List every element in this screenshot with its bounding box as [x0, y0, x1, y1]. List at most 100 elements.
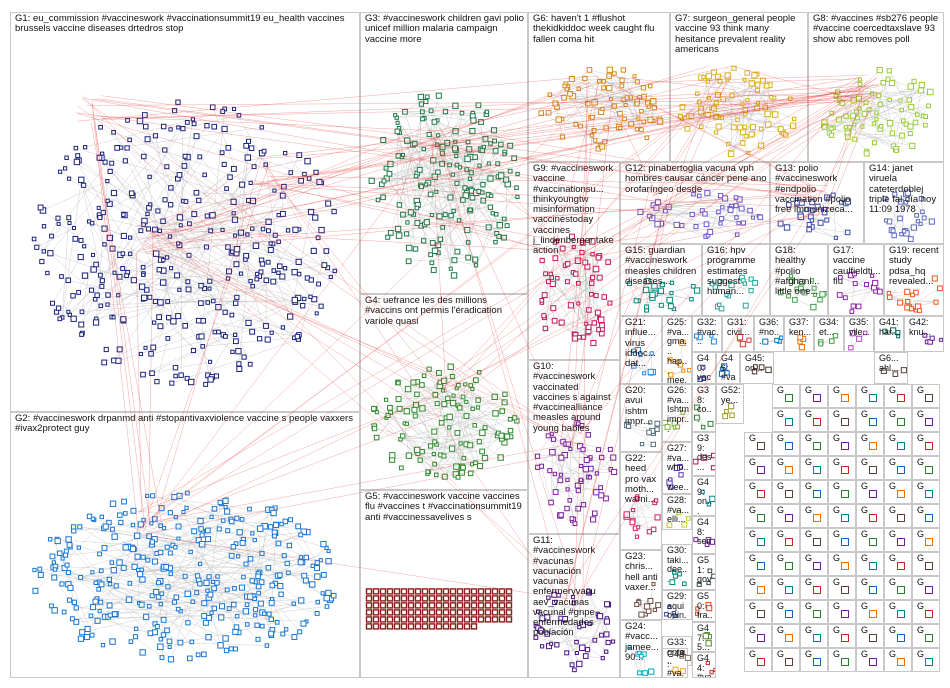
node[interactable]	[414, 205, 420, 211]
node[interactable]	[272, 232, 278, 238]
node[interactable]	[297, 629, 303, 635]
node[interactable]	[706, 502, 712, 507]
node[interactable]	[742, 281, 748, 286]
node[interactable]	[600, 106, 605, 112]
group-tile[interactable]: G	[884, 528, 912, 552]
node[interactable]	[165, 299, 171, 304]
node[interactable]	[863, 150, 870, 157]
node[interactable]	[684, 654, 691, 661]
node[interactable]	[157, 228, 162, 234]
node[interactable]	[148, 351, 154, 357]
node[interactable]	[595, 254, 602, 261]
node[interactable]	[511, 155, 518, 162]
node[interactable]	[314, 610, 320, 616]
node[interactable]	[771, 111, 779, 118]
node[interactable]	[120, 232, 127, 239]
node[interactable]	[236, 366, 243, 372]
node[interactable]	[259, 550, 265, 556]
node[interactable]	[641, 119, 647, 125]
node[interactable]	[211, 506, 218, 512]
node[interactable]	[323, 248, 330, 254]
node[interactable]	[152, 629, 159, 636]
group-tile[interactable]: G	[884, 432, 912, 456]
node[interactable]	[748, 276, 754, 282]
node[interactable]	[182, 573, 188, 579]
group-box-g19[interactable]: G19: recent study pdsa_hq revealed...	[884, 244, 944, 316]
node[interactable]	[869, 442, 877, 450]
node[interactable]	[98, 599, 104, 605]
group-box-g29[interactable]: G29: aqui opin...	[662, 590, 692, 620]
node[interactable]	[806, 226, 812, 233]
node[interactable]	[225, 244, 231, 250]
node[interactable]	[764, 83, 770, 89]
node[interactable]	[579, 644, 586, 651]
node[interactable]	[664, 611, 669, 617]
node[interactable]	[681, 521, 688, 528]
node[interactable]	[283, 627, 289, 632]
node[interactable]	[727, 150, 735, 158]
node[interactable]	[709, 670, 714, 675]
node[interactable]	[861, 111, 868, 117]
node[interactable]	[785, 586, 793, 594]
node[interactable]	[277, 572, 283, 578]
node[interactable]	[852, 136, 858, 142]
node[interactable]	[228, 518, 235, 525]
node[interactable]	[463, 595, 471, 602]
node[interactable]	[558, 615, 564, 621]
node[interactable]	[552, 255, 559, 262]
node[interactable]	[643, 603, 651, 610]
node[interactable]	[585, 432, 592, 438]
node[interactable]	[314, 311, 319, 316]
node[interactable]	[939, 337, 943, 342]
group-tile[interactable]: G	[828, 528, 856, 552]
node[interactable]	[649, 291, 656, 299]
node[interactable]	[173, 515, 178, 520]
node[interactable]	[272, 533, 277, 539]
node[interactable]	[792, 297, 798, 303]
node[interactable]	[646, 429, 652, 436]
node[interactable]	[121, 212, 126, 217]
node[interactable]	[452, 145, 458, 152]
node[interactable]	[789, 274, 794, 279]
node[interactable]	[463, 616, 471, 623]
node[interactable]	[206, 614, 212, 621]
node[interactable]	[168, 571, 173, 576]
node[interactable]	[451, 208, 456, 214]
node[interactable]	[705, 640, 712, 647]
node[interactable]	[739, 140, 746, 146]
node[interactable]	[97, 214, 103, 221]
node[interactable]	[224, 508, 231, 515]
node[interactable]	[182, 153, 188, 159]
node[interactable]	[154, 378, 160, 385]
node[interactable]	[70, 293, 76, 299]
node[interactable]	[818, 341, 824, 347]
node[interactable]	[619, 83, 625, 89]
node[interactable]	[393, 113, 398, 118]
node[interactable]	[470, 406, 475, 411]
node[interactable]	[543, 271, 548, 277]
node[interactable]	[712, 284, 719, 290]
node[interactable]	[548, 499, 554, 506]
node[interactable]	[141, 272, 146, 277]
node[interactable]	[395, 232, 403, 239]
node[interactable]	[241, 354, 247, 360]
node[interactable]	[677, 113, 684, 120]
node[interactable]	[215, 304, 222, 311]
node[interactable]	[546, 595, 551, 600]
node[interactable]	[652, 607, 658, 613]
node[interactable]	[247, 361, 253, 367]
node[interactable]	[813, 562, 821, 570]
node[interactable]	[454, 180, 460, 186]
node[interactable]	[384, 397, 389, 402]
node[interactable]	[222, 635, 229, 642]
group-tile[interactable]: G	[828, 408, 856, 432]
node[interactable]	[667, 303, 674, 310]
node[interactable]	[93, 580, 99, 586]
node[interactable]	[96, 205, 101, 210]
group-box-g34[interactable]: G34: et...	[814, 316, 844, 352]
group-tile[interactable]: G	[744, 624, 772, 648]
node[interactable]	[256, 525, 264, 532]
node[interactable]	[571, 600, 577, 606]
node[interactable]	[449, 623, 457, 630]
node[interactable]	[454, 430, 461, 436]
